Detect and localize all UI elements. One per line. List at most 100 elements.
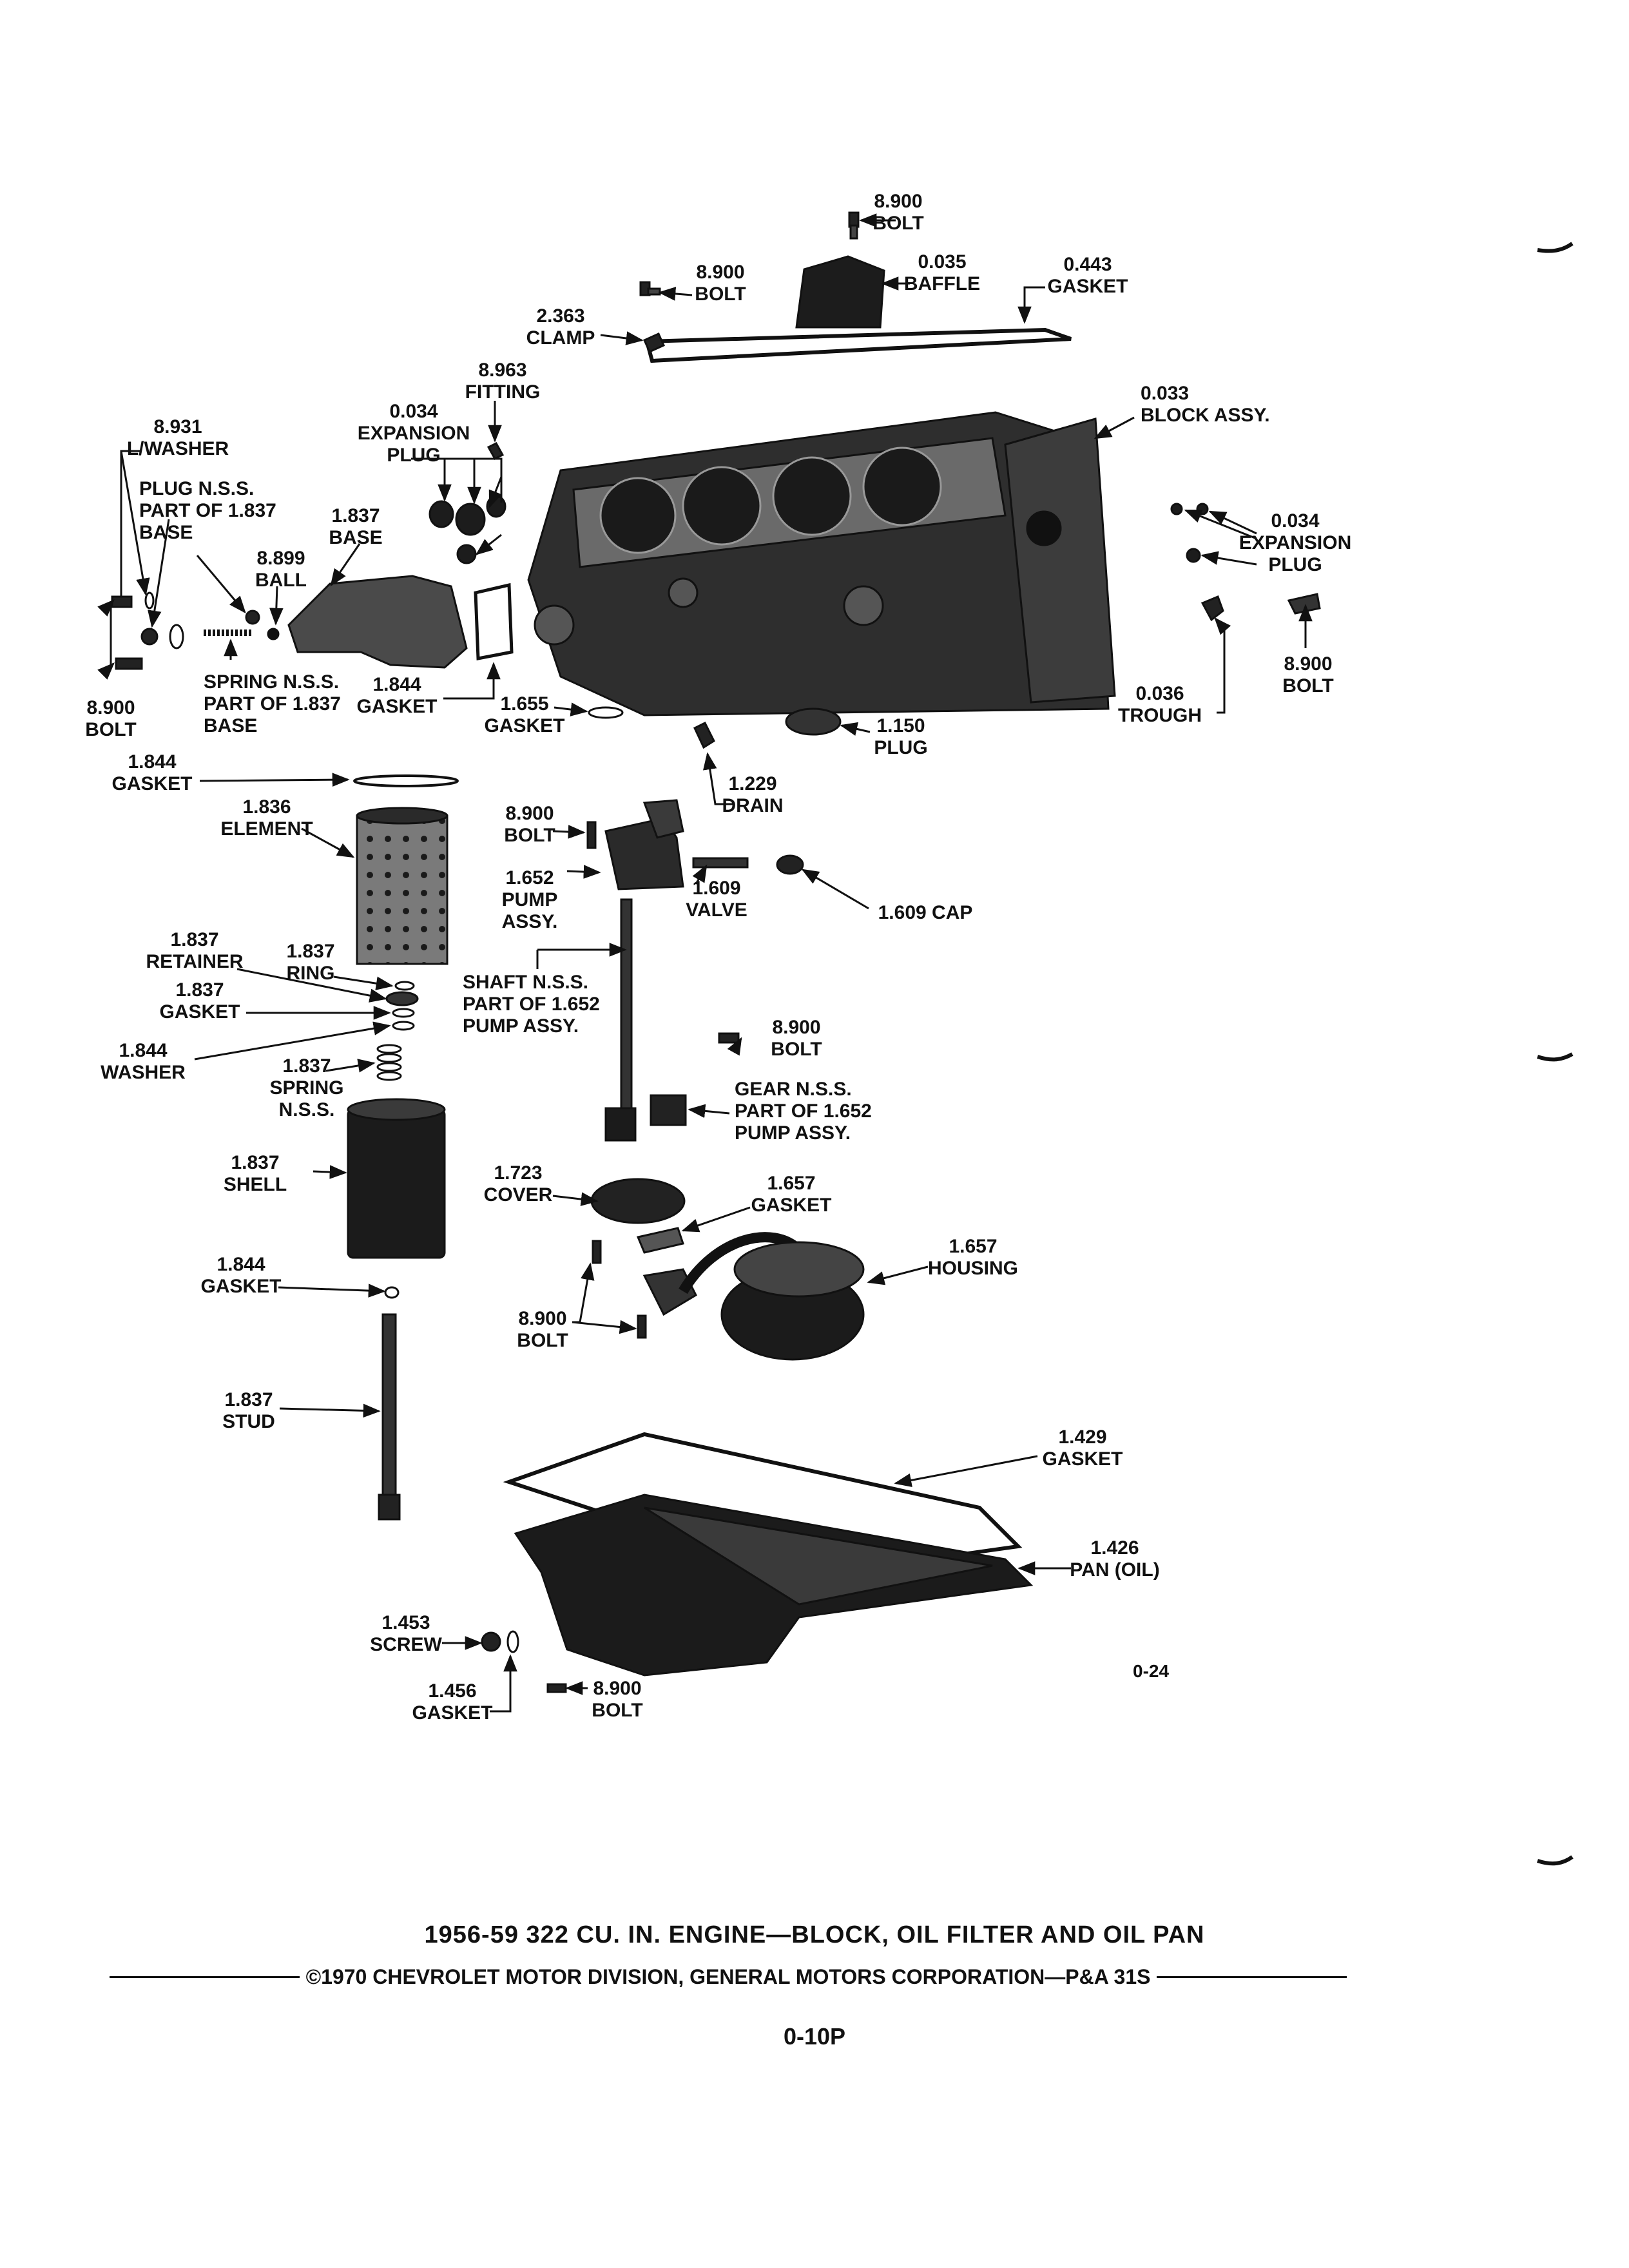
gasket-part [506,1630,519,1653]
bolt-part [639,281,661,296]
callout-text: PART OF 1.837 [204,693,341,715]
callout-text: ASSY. [502,911,558,932]
callout-text: BOLT [85,719,136,740]
callout-text: BOLT [504,825,555,846]
callout-text: 1.836 [242,796,291,818]
callout-text: 1.837 [231,1152,279,1173]
bolt-part [115,657,143,670]
callout-text: BALL [255,570,307,591]
callout-text: 1.657 [767,1173,815,1194]
trough-part [1200,595,1224,622]
bolt-part [111,595,133,608]
callout-text: 1.657 [949,1236,997,1257]
retainer-part [385,991,419,1006]
callout-labels: 8.900BOLT8.900BOLT0.035BAFFLE0.443GASKET… [85,191,1351,1724]
callout-text: RETAINER [146,951,243,972]
callout-text: BASE [139,522,193,543]
bolt-part [848,211,860,240]
callout-text: 0.036 [1135,683,1184,704]
filter-base-part [287,575,468,669]
page-title: 1956-59 322 CU. IN. ENGINE—BLOCK, OIL FI… [424,1921,1205,1948]
callout-text: L/WASHER [127,438,229,459]
drain-part [693,721,715,749]
callout-text: 2.363 [536,305,584,327]
washer-part [392,1021,415,1031]
oil-pan-part [514,1494,1034,1677]
callout-text: PART OF 1.652 [735,1100,872,1122]
callout-text: 1.609 [692,878,740,899]
callout-text: COVER [484,1184,553,1206]
pickup-housing-part [642,1232,865,1361]
callout-text: GASKET [356,696,437,717]
ring-part [394,981,415,991]
callout-text: BOLT [592,1700,642,1721]
callout-text: 1.609 CAP [878,902,973,923]
filter-shell-part [347,1098,446,1259]
callout-text: 1.655 [500,693,548,715]
callout-text: 8.900 [696,262,744,283]
spring-part [376,1044,402,1081]
callout-text: 0.034 [1271,510,1319,532]
gasket-part [588,706,624,719]
callout-text: 8.900 [1284,653,1332,675]
callout-text: GASKET [1047,276,1128,297]
binding-edge-marks [1537,242,1574,1866]
callout-text: HOUSING [928,1258,1018,1279]
callout-text: 8.963 [478,360,526,381]
screw-part [481,1631,501,1652]
callout-text: 1.837 [224,1389,273,1410]
callout-text: BOLT [695,284,746,305]
callout-text: 0.035 [918,251,966,273]
callout-text: BOLT [1282,675,1333,697]
copyright-line: ©1970 CHEVROLET MOTOR DIVISION, GENERAL … [110,1965,1347,1989]
callout-text: GASKET [159,1001,240,1023]
filter-element-part [356,807,448,965]
part-illustrations [111,211,1321,1693]
callout-text: 1.844 [119,1040,167,1061]
callout-text: 0.034 [389,401,438,422]
lock-washer-part [144,591,155,610]
callout-text: SPRING [269,1077,343,1099]
callout-text: 8.900 [518,1308,566,1329]
callout-text: 8.931 [153,416,202,437]
callout-text: PLUG [387,445,440,466]
valve-cover-gasket-part [644,327,1072,363]
callout-text: GASKET [200,1276,281,1297]
callout-text: GASKET [1042,1448,1123,1470]
callout-text: BOLT [771,1039,822,1060]
plug-part [140,628,159,646]
callout-text: 0.033 [1141,383,1189,404]
callout-text: BLOCK ASSY. [1141,405,1270,426]
callout-text: GASKET [111,773,192,794]
callout-text: TROUGH [1118,705,1202,726]
callout-text: 1.453 [381,1612,430,1633]
bolt-part [546,1683,567,1693]
